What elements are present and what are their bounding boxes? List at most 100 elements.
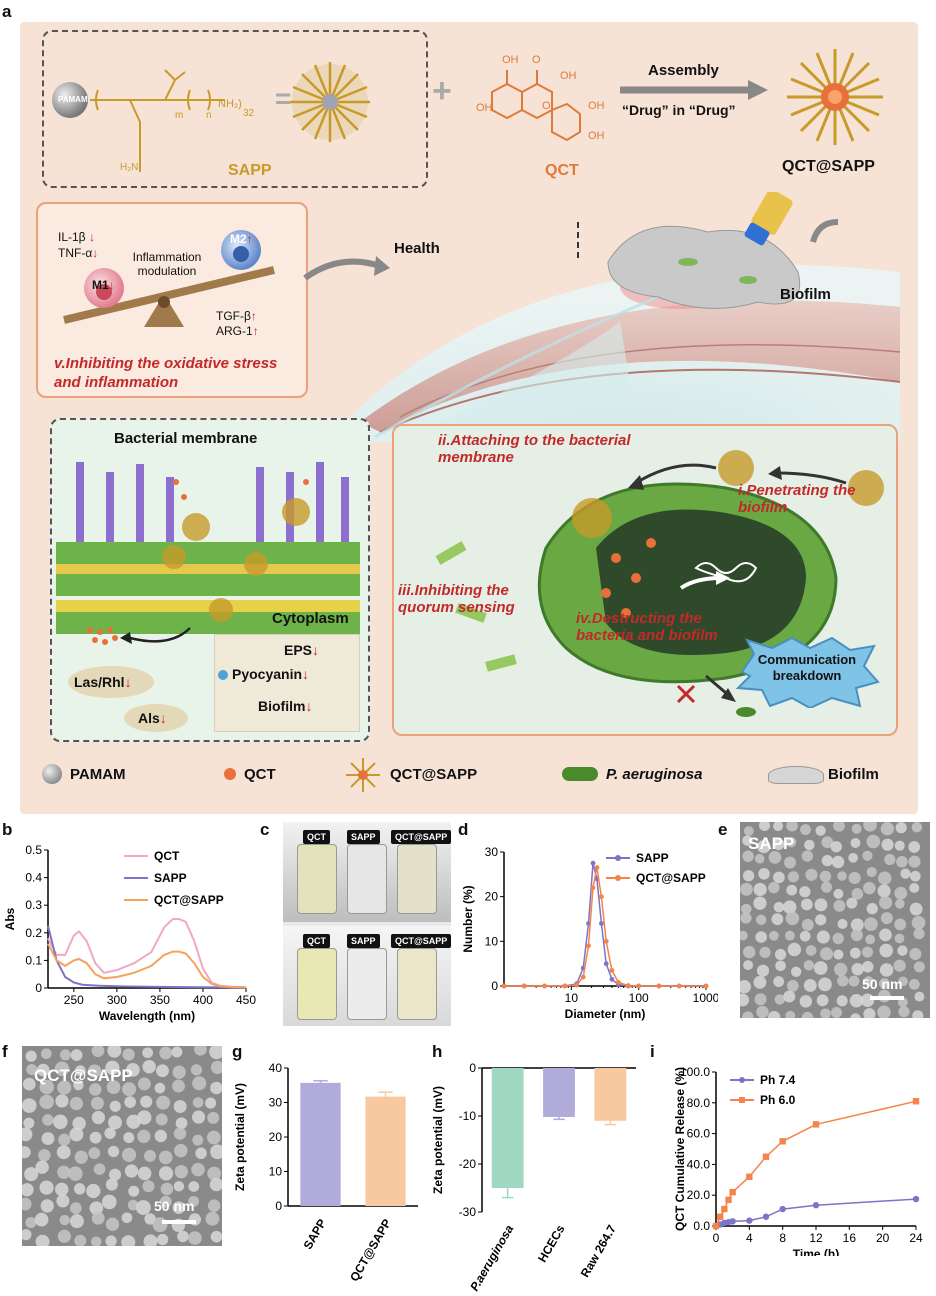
tem-particles	[740, 822, 926, 1018]
tem-particle	[23, 1117, 35, 1129]
tem-particle	[837, 975, 849, 987]
tem-particle	[207, 1199, 221, 1212]
panel-letter-g: g	[232, 1042, 243, 1061]
tem-particle	[22, 1098, 37, 1113]
tem-particle	[836, 995, 848, 1007]
tem-particle	[773, 822, 784, 832]
data-point	[721, 1205, 728, 1213]
tem-particle	[127, 1199, 139, 1211]
tem-particle	[862, 961, 874, 973]
membrane-biofilm-label: Biofilm↓	[258, 698, 313, 714]
x-tick-label: 16	[843, 1231, 857, 1245]
data-point	[562, 983, 568, 989]
tem-particle	[87, 1064, 102, 1078]
tem-particle	[913, 928, 925, 940]
tem-particle	[848, 975, 860, 987]
tem-particle	[93, 1163, 106, 1175]
tem-particle	[787, 942, 802, 957]
legend-qct-sapp-icon	[346, 758, 380, 792]
data-point	[812, 1121, 820, 1128]
tem-particle	[144, 1213, 156, 1225]
tem-particle	[40, 1048, 52, 1060]
tem-particle	[833, 899, 846, 912]
x-axis-label: Time (h)	[793, 1247, 839, 1256]
vial-sapp-top	[347, 844, 387, 914]
tem-particle	[156, 1095, 171, 1110]
tem-particle	[893, 959, 906, 972]
data-point	[912, 1195, 920, 1203]
tem-particle	[816, 994, 829, 1007]
vial-chip-qct-top: QCT	[303, 830, 330, 844]
tem-particle	[803, 978, 817, 992]
tem-particle	[837, 871, 847, 881]
tem-particle	[137, 1166, 152, 1181]
tem-particle	[55, 1094, 69, 1108]
tem-particle	[801, 918, 814, 931]
tem-particle	[58, 1133, 71, 1146]
tem-particle	[833, 822, 845, 832]
y-tick-label: 10	[269, 1165, 283, 1179]
tem-particle	[69, 1214, 84, 1229]
tem-particle	[884, 853, 896, 866]
y-tick-label: 10	[485, 934, 499, 948]
legend-qct-sapp-label: QCT@SAPP	[390, 766, 478, 783]
tem-particle	[879, 978, 890, 989]
inflammation-modulation-label: Inflammation modulation	[132, 250, 202, 278]
qct-dots-cluster	[87, 627, 191, 645]
tem-particle	[91, 1046, 105, 1058]
tem-particle	[908, 841, 921, 853]
tem-particle	[877, 884, 891, 898]
tem-particle	[159, 1195, 172, 1208]
tem-particle	[850, 929, 863, 942]
tem-particle	[173, 1127, 187, 1140]
tem-image-qct-sapp: QCT@SAPP 50 nm	[22, 1046, 222, 1246]
vial-photo-top	[283, 822, 451, 922]
communication-burst	[735, 636, 880, 708]
legend-bacteria-icon	[562, 767, 598, 781]
tem-particle	[799, 995, 813, 1008]
tem-particle	[210, 1230, 222, 1243]
tem-particle	[156, 1233, 169, 1246]
x-tick-label: 300	[107, 993, 127, 1007]
series-line-1	[504, 867, 706, 987]
tem-particle	[22, 1229, 32, 1241]
panel-letter-f: f	[2, 1042, 8, 1061]
tem-particle	[105, 1235, 117, 1246]
data-point	[762, 1153, 770, 1160]
vial-chip-qct-sapp-bottom: QCT@SAPP	[391, 934, 452, 948]
tem-particle	[59, 1214, 70, 1226]
tem-particle	[783, 900, 797, 914]
cytoplasm-label: Cytoplasm	[272, 610, 349, 627]
tem-particle	[821, 836, 834, 849]
tem-particle	[773, 901, 785, 913]
tem-particle	[877, 871, 892, 885]
legend-marker	[615, 855, 621, 861]
tem-particle	[851, 888, 864, 900]
tem-particle	[914, 991, 925, 1002]
tem-particle	[772, 838, 785, 851]
data-point	[712, 1222, 720, 1230]
tem-f-scale-label: 50 nm	[154, 1198, 195, 1214]
tem-particle	[909, 882, 920, 893]
tem-particle	[154, 1082, 166, 1094]
data-point	[603, 961, 609, 967]
tem-particle	[86, 1183, 101, 1199]
tem-particle	[865, 934, 876, 945]
data-point	[912, 1098, 920, 1105]
tem-particle	[742, 1011, 754, 1018]
legend-label: QCT@SAPP	[636, 871, 706, 885]
bar	[594, 1068, 627, 1121]
y-tick-label: 30	[269, 1096, 283, 1110]
series-line-1	[715, 1100, 917, 1227]
y-tick-label: 0.4	[25, 871, 42, 885]
tem-particle	[774, 948, 787, 961]
tem-particle	[154, 1129, 168, 1143]
x-tick-label: 24	[909, 1231, 923, 1245]
formula-m: m	[175, 110, 184, 121]
tem-particle	[757, 839, 771, 854]
data-point	[609, 967, 615, 973]
qct-oh3: OH	[476, 102, 493, 114]
tem-particle	[768, 851, 782, 864]
tem-particle	[879, 896, 893, 910]
